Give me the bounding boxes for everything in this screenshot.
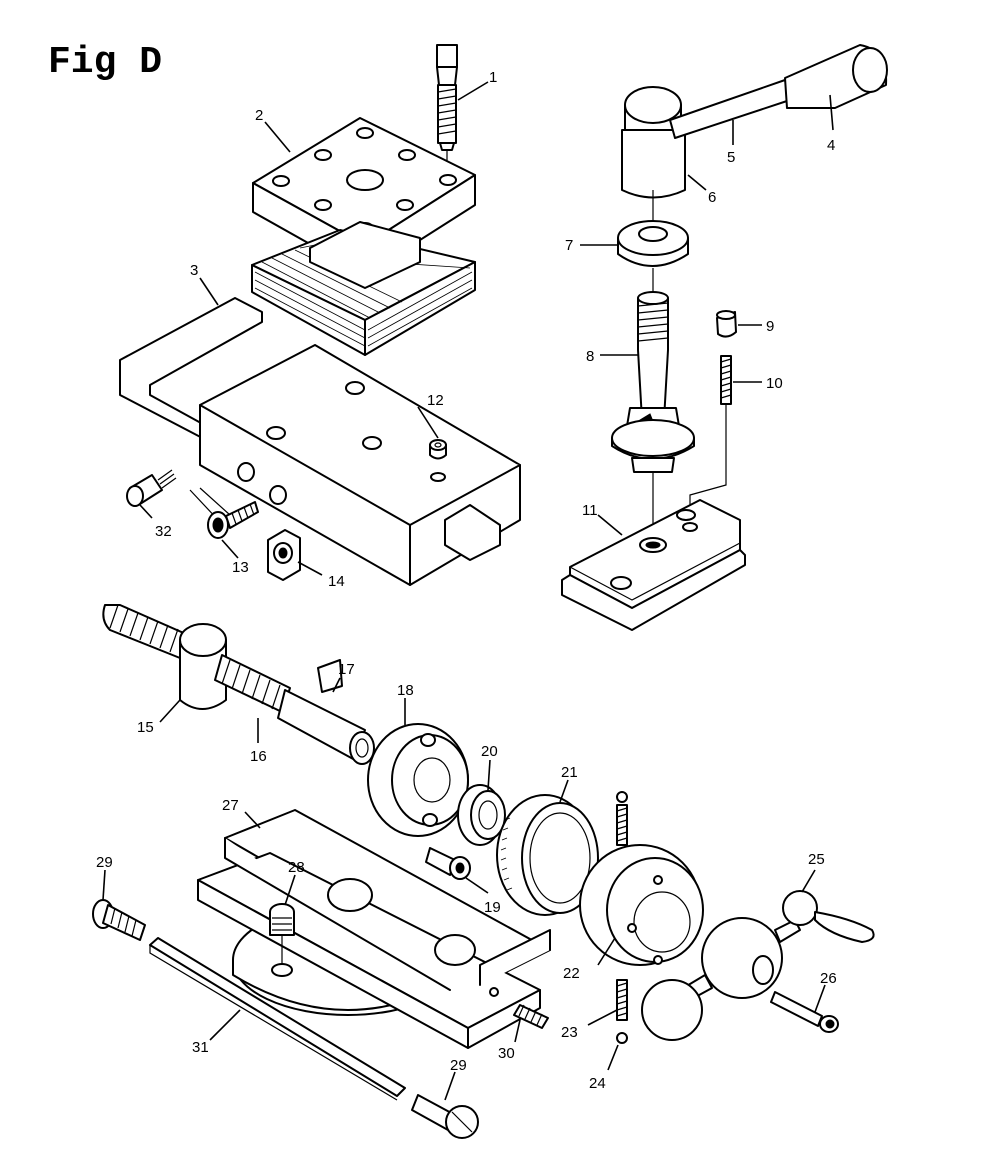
callout-18: 18 <box>397 682 414 699</box>
part-7-washer <box>617 220 689 292</box>
callout-29-lower: 29 <box>450 1057 467 1074</box>
callout-30: 30 <box>498 1045 515 1062</box>
callout-13: 13 <box>232 559 249 576</box>
callout-10: 10 <box>766 375 783 392</box>
callout-16: 16 <box>250 748 267 765</box>
callout-3: 3 <box>190 262 198 279</box>
part-18-dial-collar <box>367 723 469 837</box>
part-3-compound-slide <box>119 297 521 586</box>
callout-14: 14 <box>328 573 345 590</box>
part-28-set-screw <box>269 903 295 965</box>
callout-20: 20 <box>481 743 498 760</box>
callout-17: 17 <box>338 661 355 678</box>
callout-12: 12 <box>427 392 444 409</box>
part-22-handwheel-hub <box>579 844 704 966</box>
part-8-stud <box>611 291 695 540</box>
part-10-spring <box>689 355 732 510</box>
part-1-bolt <box>436 44 458 180</box>
part-19-screw <box>425 847 471 880</box>
part-32-screw <box>126 469 177 507</box>
leader-lines <box>102 81 834 1101</box>
callout-28: 28 <box>288 859 305 876</box>
part-31-gib-strip <box>149 937 406 1101</box>
callout-26: 26 <box>820 970 837 987</box>
part-20-bearing <box>457 784 506 846</box>
callout-2: 2 <box>255 107 263 124</box>
part-26-screw <box>770 991 839 1033</box>
callout-6: 6 <box>708 189 716 206</box>
callout-24: 24 <box>589 1075 606 1092</box>
callout-11: 11 <box>582 502 598 519</box>
part-23-24-spring-ball <box>616 791 628 1044</box>
callout-29-upper: 29 <box>96 854 113 871</box>
callout-27: 27 <box>222 797 239 814</box>
part-9-pin <box>716 310 737 338</box>
callout-32: 32 <box>155 523 172 540</box>
callout-4: 4 <box>827 137 835 154</box>
callout-5: 5 <box>727 149 735 166</box>
part-11-base <box>561 499 746 631</box>
callout-22: 22 <box>563 965 580 982</box>
part-25-ball-handle <box>641 890 875 1041</box>
callout-8: 8 <box>586 348 594 365</box>
part-15-16-lead-screw <box>102 604 375 765</box>
callout-19: 19 <box>484 899 501 916</box>
part-13-screw <box>189 487 259 539</box>
callout-23: 23 <box>561 1024 578 1041</box>
callout-9: 9 <box>766 318 774 335</box>
callout-25: 25 <box>808 851 825 868</box>
part-29-screw-upper <box>92 899 146 941</box>
part-2-tool-post <box>251 117 476 356</box>
callout-7: 7 <box>565 237 573 254</box>
part-21-graduated-dial <box>496 794 599 916</box>
part-12-nut <box>429 439 447 482</box>
callout-15: 15 <box>137 719 154 736</box>
part-29-screw-lower <box>411 1094 479 1139</box>
part-30-set-screw <box>513 1004 549 1029</box>
figure-title: Fig D <box>48 41 162 84</box>
callout-labels: 1 2 3 4 5 6 7 8 9 10 11 12 13 14 15 16 1… <box>96 69 837 1092</box>
part-27-cross-slide <box>197 809 551 1049</box>
part-14-block <box>267 529 301 581</box>
callout-31: 31 <box>192 1039 209 1056</box>
callout-1: 1 <box>489 69 497 86</box>
callout-21: 21 <box>561 764 578 781</box>
part-4-5-6-handle <box>621 44 888 228</box>
